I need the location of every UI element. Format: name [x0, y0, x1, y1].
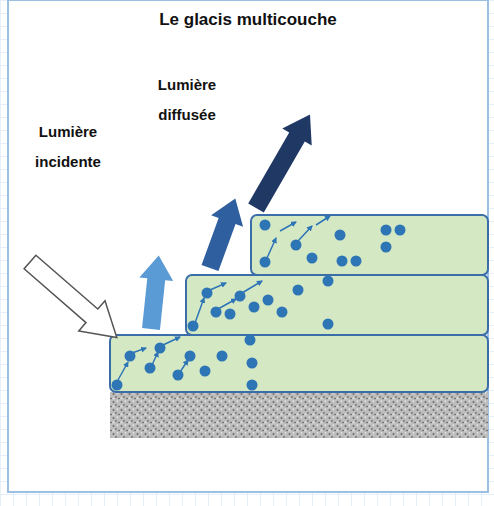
- diagram-title: Le glacis multicouche: [98, 10, 398, 30]
- light-label: Lumière incidente: [13, 117, 123, 177]
- light-label: Lumière diffusée: [137, 70, 237, 130]
